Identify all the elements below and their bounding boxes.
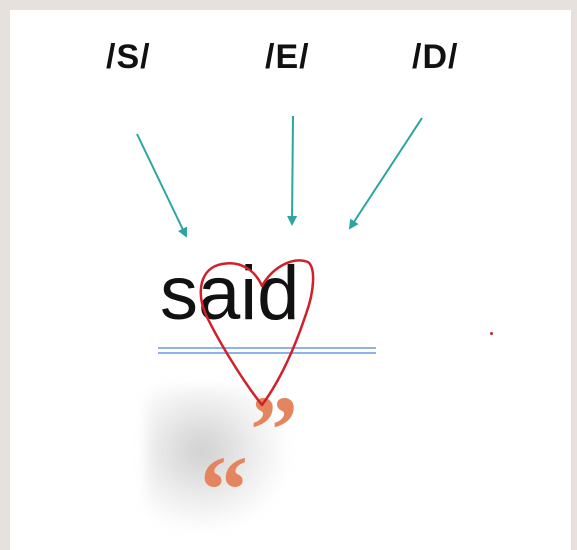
- arrow-e-icon: [287, 115, 298, 226]
- stray-ink-dot: [490, 332, 493, 335]
- heart-icon: [199, 259, 315, 407]
- closing-quote-icon: ”: [250, 376, 298, 483]
- phoneme-e-label: /E/: [265, 38, 310, 76]
- slide: /S/ /E/ /D/ ” “ said: [10, 10, 571, 550]
- annotation-layer: [136, 115, 423, 407]
- arrow-s-icon: [136, 133, 188, 238]
- arrow-d-icon: [348, 117, 423, 230]
- quote-shadow: [146, 388, 286, 528]
- phoneme-s-label: /S/: [106, 38, 151, 76]
- opening-quote-icon: “: [200, 436, 248, 543]
- phoneme-d-label: /D/: [412, 38, 459, 76]
